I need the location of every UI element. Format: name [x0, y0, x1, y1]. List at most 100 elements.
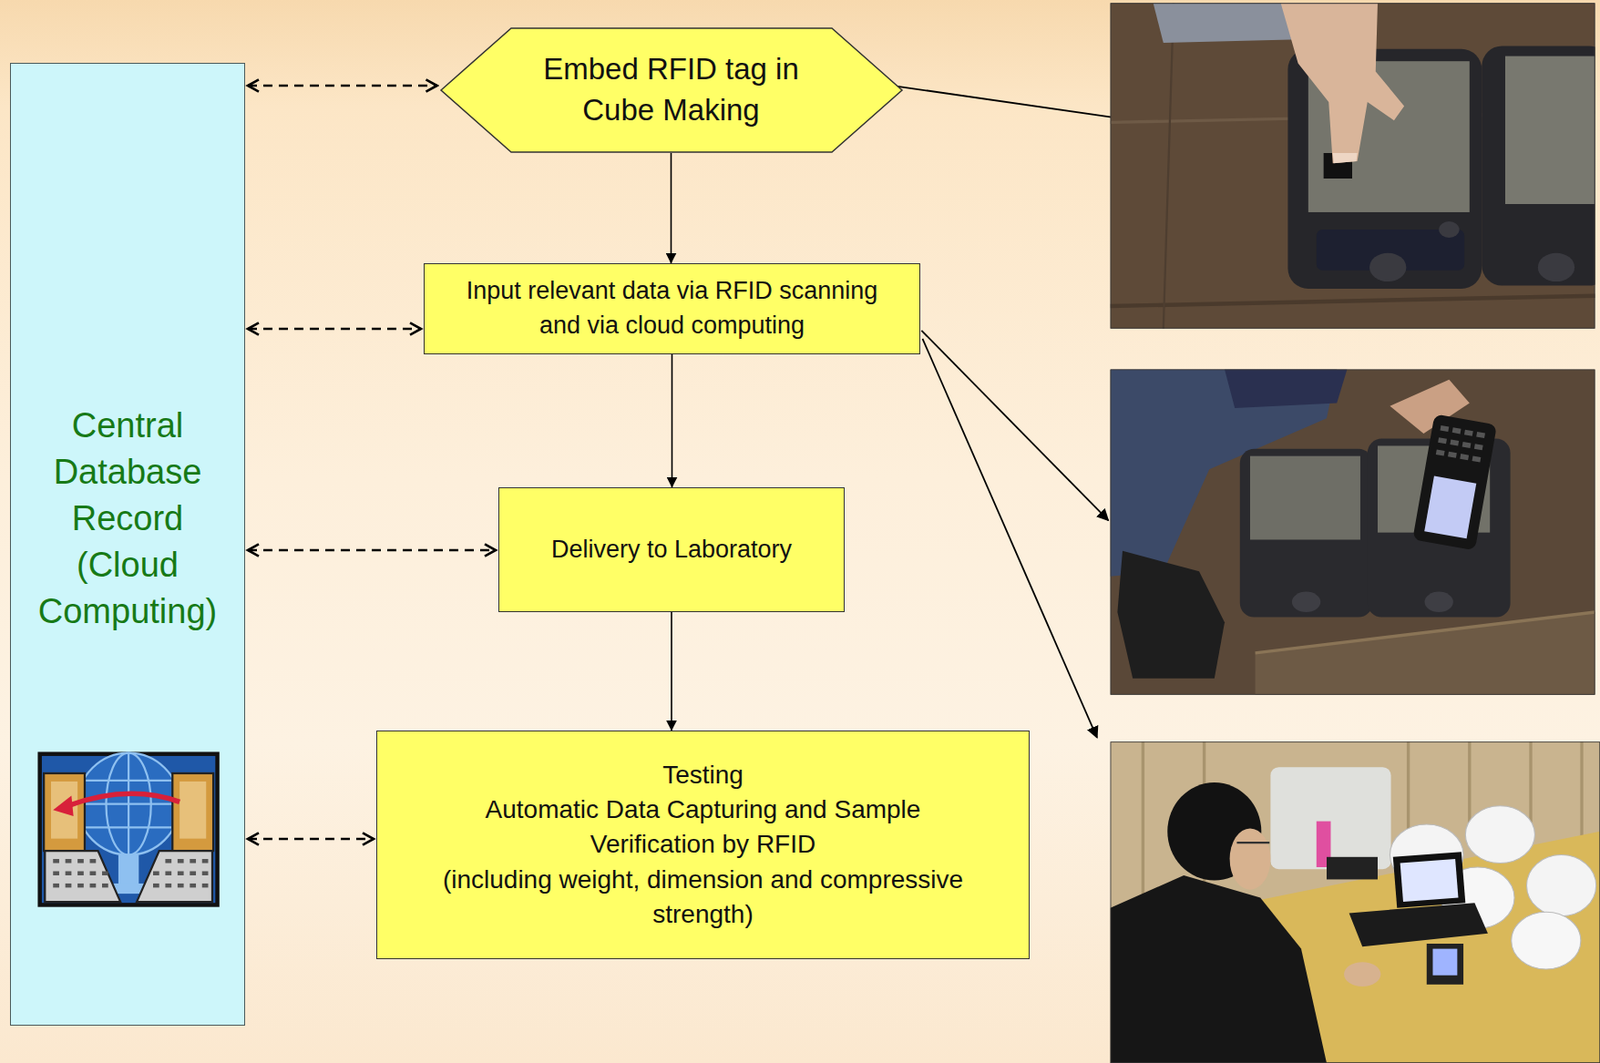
cloud-icon-part-part	[164, 871, 172, 875]
photo-laboratory-testing-part	[1400, 859, 1459, 903]
process-box: Input relevant data via RFID scanning an…	[423, 263, 921, 355]
photo-cube-tagging-part	[1481, 45, 1595, 286]
photo-rfid-scanning-part	[1425, 592, 1454, 613]
cloud-icon-part-part	[189, 883, 196, 888]
hexagon-shape	[441, 28, 903, 153]
photo-rfid-scanning-part	[1250, 456, 1361, 541]
cloud-icon-part	[51, 781, 78, 840]
node-label: Embed RFID tag in Cube Making	[525, 49, 818, 132]
cloud-icon-part	[43, 773, 85, 852]
photo-cube-tagging-part	[1538, 253, 1575, 282]
photo-rfid-scanning-part-part-part	[1472, 455, 1482, 462]
photo-cube-tagging-part	[1163, 2, 1174, 329]
photo-rfid-scanning-part-part-part	[1474, 443, 1484, 451]
database-panel: Central Database Record (Cloud Computing…	[10, 62, 246, 1026]
cloud-icon-part-part	[189, 859, 196, 863]
photo-rfid-scanning-part	[1255, 612, 1596, 696]
leader-lines-part	[921, 330, 1108, 521]
cloud-icon-part	[52, 796, 73, 817]
photo-rfid-scanning-part-part	[1435, 425, 1486, 463]
photo-cube-tagging-part	[1369, 253, 1406, 282]
cloud-icon-part-part	[153, 883, 160, 888]
process-hexagon: Embed RFID tag in Cube Making	[440, 27, 903, 154]
photo-laboratory-testing-part	[1236, 841, 1270, 844]
photo-rfid-scanning-part	[1110, 369, 1596, 695]
cloud-icon-part	[37, 751, 219, 907]
node-label: Input relevant data via RFID scanning an…	[451, 274, 893, 344]
node-label: Automatic Data Capturing and Sample Veri…	[430, 792, 977, 862]
photo-cube-tagging-part	[1505, 56, 1596, 205]
photo-laboratory-testing-part	[1110, 741, 1600, 1063]
photo-laboratory-testing-part	[1511, 912, 1581, 970]
cloud-icon-part-part	[189, 871, 196, 875]
cloud-icon-part-part	[77, 871, 84, 875]
photo-laboratory-testing-part	[1230, 828, 1272, 890]
data-link-arrow	[247, 84, 438, 88]
cloud-icon-part-part	[177, 883, 185, 888]
cloud-icon-part-part	[52, 883, 60, 888]
cloud-icon-part-part	[65, 883, 72, 888]
photo-rfid-scanning-part	[1412, 413, 1498, 551]
photo-rfid-scanning	[1110, 369, 1596, 695]
photo-cube-tagging	[1110, 2, 1596, 329]
flow-arrow	[670, 612, 673, 731]
photo-laboratory-testing-part	[1270, 767, 1391, 870]
cloud-icon-part-part	[177, 871, 185, 875]
flow-arrow	[671, 354, 674, 488]
photo-rfid-scanning-part-part-part	[1464, 430, 1474, 437]
photo-laboratory-testing-part-part	[1579, 741, 1583, 837]
photo-rfid-scanning-part	[1292, 592, 1321, 613]
cloud-icon-part	[52, 859, 208, 888]
photo-cube-tagging-part	[1438, 221, 1459, 238]
photo-rfid-scanning-part	[1240, 449, 1374, 618]
cloud-icon-part-part	[52, 859, 60, 863]
cloud-icon-part-part	[77, 859, 84, 863]
cloud-icon-part-part	[65, 859, 72, 863]
node-label: Testing	[662, 758, 744, 793]
photo-rfid-scanning-part-part-part	[1449, 440, 1459, 447]
photo-rfid-scanning-part-part	[1412, 413, 1498, 551]
cloud-icon-part-part	[65, 871, 72, 875]
photo-laboratory-testing-part	[1393, 851, 1467, 909]
cloud-icon-part-part	[153, 871, 160, 875]
photo-laboratory-testing-part	[1426, 943, 1464, 985]
photo-rfid-scanning-part-part	[1424, 476, 1477, 540]
photo-laboratory-testing	[1110, 741, 1600, 1063]
cloud-icon-part-part	[52, 871, 60, 875]
panel-title: Central Database Record (Cloud Computing…	[20, 402, 236, 636]
photo-cube-tagging-part	[1110, 2, 1596, 329]
cloud-icon-part-part	[102, 871, 109, 875]
photo-cube-tagging-part	[1110, 296, 1596, 307]
photo-rfid-scanning-part	[1224, 369, 1347, 409]
process-box: Delivery to Laboratory	[498, 487, 845, 613]
photo-cube-tagging-part	[1281, 2, 1406, 164]
photo-rfid-scanning-part-part-part	[1437, 437, 1447, 444]
cloud-icon-part-part	[77, 883, 84, 888]
flow-arrow	[670, 153, 673, 264]
illustration-group	[10, 2, 1600, 1063]
photo-laboratory-testing-part	[1326, 857, 1378, 881]
cloud-icon-part-part	[90, 871, 97, 875]
process-box: TestingAutomatic Data Capturing and Samp…	[376, 730, 1030, 960]
hexagon-outline	[440, 27, 903, 154]
cloud-icon-part-part	[90, 883, 97, 888]
cloud-icon-part	[118, 855, 139, 887]
photo-laboratory-testing-part	[1110, 741, 1600, 1063]
cloud-icon-part	[136, 851, 213, 903]
data-link-arrow	[247, 328, 421, 331]
cloud-icon-part-part	[164, 859, 172, 863]
photo-laboratory-testing-part	[1349, 902, 1488, 947]
photo-rfid-scanning-part-part-part	[1452, 427, 1462, 434]
data-link-arrow	[247, 838, 374, 842]
cloud-icon-part-part	[202, 871, 209, 875]
database-panel-fill	[10, 62, 246, 1026]
photo-rfid-scanning-part-part-part	[1435, 449, 1446, 456]
photo-rfid-scanning-part-part-part	[1447, 451, 1457, 459]
cloud-icon-part	[44, 851, 121, 903]
cloud-icon-part	[172, 773, 214, 852]
cloud-icon-part	[67, 793, 180, 807]
cloud-icon-part	[127, 753, 130, 856]
cloud-icon-part-part	[202, 859, 209, 863]
node-label: Delivery to Laboratory	[551, 533, 792, 568]
